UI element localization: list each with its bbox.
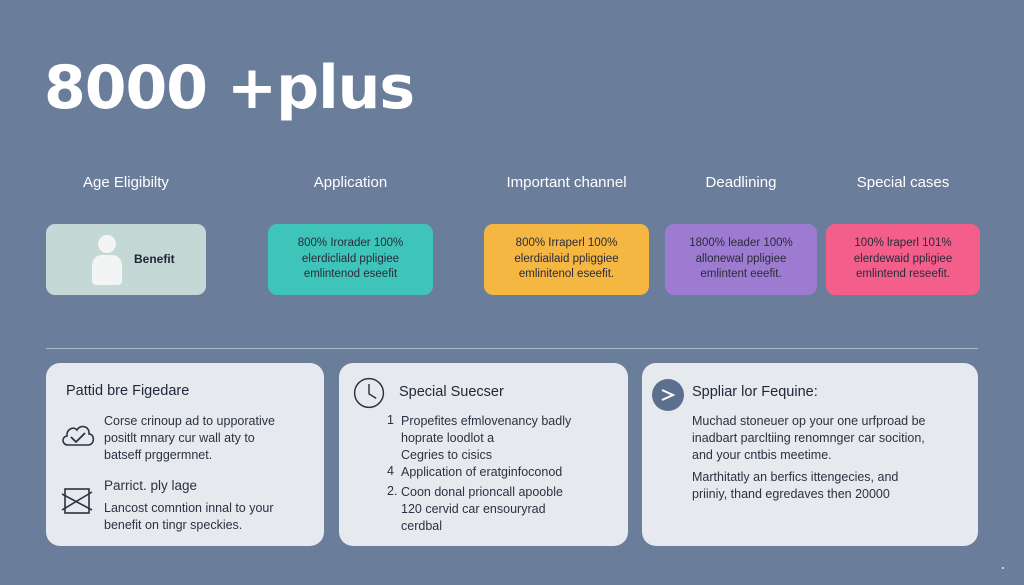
column-heading-important-channel: Important channel xyxy=(506,174,627,191)
special-cases-chip[interactable]: 100% lraperl 101% elerdewaid ppligiee em… xyxy=(826,224,980,295)
chip-line: allonewal ppligiee xyxy=(695,252,787,265)
card-title: Pattid bre Figedare xyxy=(66,383,190,399)
section-divider xyxy=(46,348,978,349)
deadlining-chip[interactable]: 1800% leader 100% allonewal ppligiee eml… xyxy=(665,224,817,295)
card-paragraph: Marthitatly an berfics ittengecies, and … xyxy=(692,470,899,501)
chip-line: emlintenod eseefit xyxy=(303,268,398,281)
chip-line: emlinitenol eseefit. xyxy=(518,268,615,281)
chip-line: elerdiailaid ppliggiee xyxy=(514,252,619,265)
card-title: Sppliar lor Fequine: xyxy=(692,384,818,400)
application-chip[interactable]: 800% Irorader 100% elerdicliald ppligiee… xyxy=(268,224,433,295)
column-heading-special-cases: Special cases xyxy=(856,174,950,191)
person-icon xyxy=(92,234,122,285)
chip-line: elerdicliald ppligiee xyxy=(301,252,400,265)
list-item: 4 Application of eratginfoconod xyxy=(387,464,563,479)
left-info-card: Pattid bre Figedare Corse crinoup ad to … xyxy=(46,363,324,546)
crossed-box-icon xyxy=(61,488,93,514)
column-heading-age-eligibility: Age Eligibilty xyxy=(83,174,169,191)
chip-line: elerdewaid ppligiee xyxy=(853,252,953,265)
corner-mark xyxy=(1002,567,1004,569)
benefit-label: Benefit xyxy=(134,252,175,267)
card-subtitle: Parrict. ply lage xyxy=(104,478,198,493)
chip-line: 800% Irorader 100% xyxy=(297,237,404,250)
column-heading-deadlining: Deadlining xyxy=(705,174,777,191)
card-text-block: Corse crinoup ad to upporative positlt m… xyxy=(104,414,275,462)
chip-line: 100% lraperl 101% xyxy=(854,237,952,250)
chip-line: 800% Irraperl 100% xyxy=(515,237,618,250)
card-title: Special Suecser xyxy=(399,384,504,400)
right-info-card: Sppliar lor Fequine: Muchad stoneuer op … xyxy=(642,363,978,546)
clock-icon xyxy=(353,377,385,409)
card-paragraph: Muchad stoneuer op your one urfproad be … xyxy=(692,414,926,462)
benefit-chip[interactable]: Benefit xyxy=(46,224,206,295)
column-heading-application: Application xyxy=(313,174,388,191)
cloud-check-icon xyxy=(62,425,95,446)
page-title: 8000 +plus xyxy=(44,53,415,123)
middle-info-card: Special Suecser 1 Propefites efmlovenanc… xyxy=(339,363,628,546)
list-item: 1 Propefites efmlovenancy badly hoprate … xyxy=(387,413,572,462)
list-item: 2. Coon donal prioncall apooble 120 cerv… xyxy=(387,484,563,533)
important-channel-chip[interactable]: 800% Irraperl 100% elerdiailaid ppliggie… xyxy=(484,224,649,295)
card-text-block: Lancost comntion innal to your benefit o… xyxy=(104,501,274,532)
chip-line: emlintend reseefit. xyxy=(856,268,950,281)
chip-line: emlintent eeefit. xyxy=(700,268,782,281)
arrow-right-icon[interactable] xyxy=(652,379,684,411)
chip-line: 1800% leader 100% xyxy=(689,237,793,250)
